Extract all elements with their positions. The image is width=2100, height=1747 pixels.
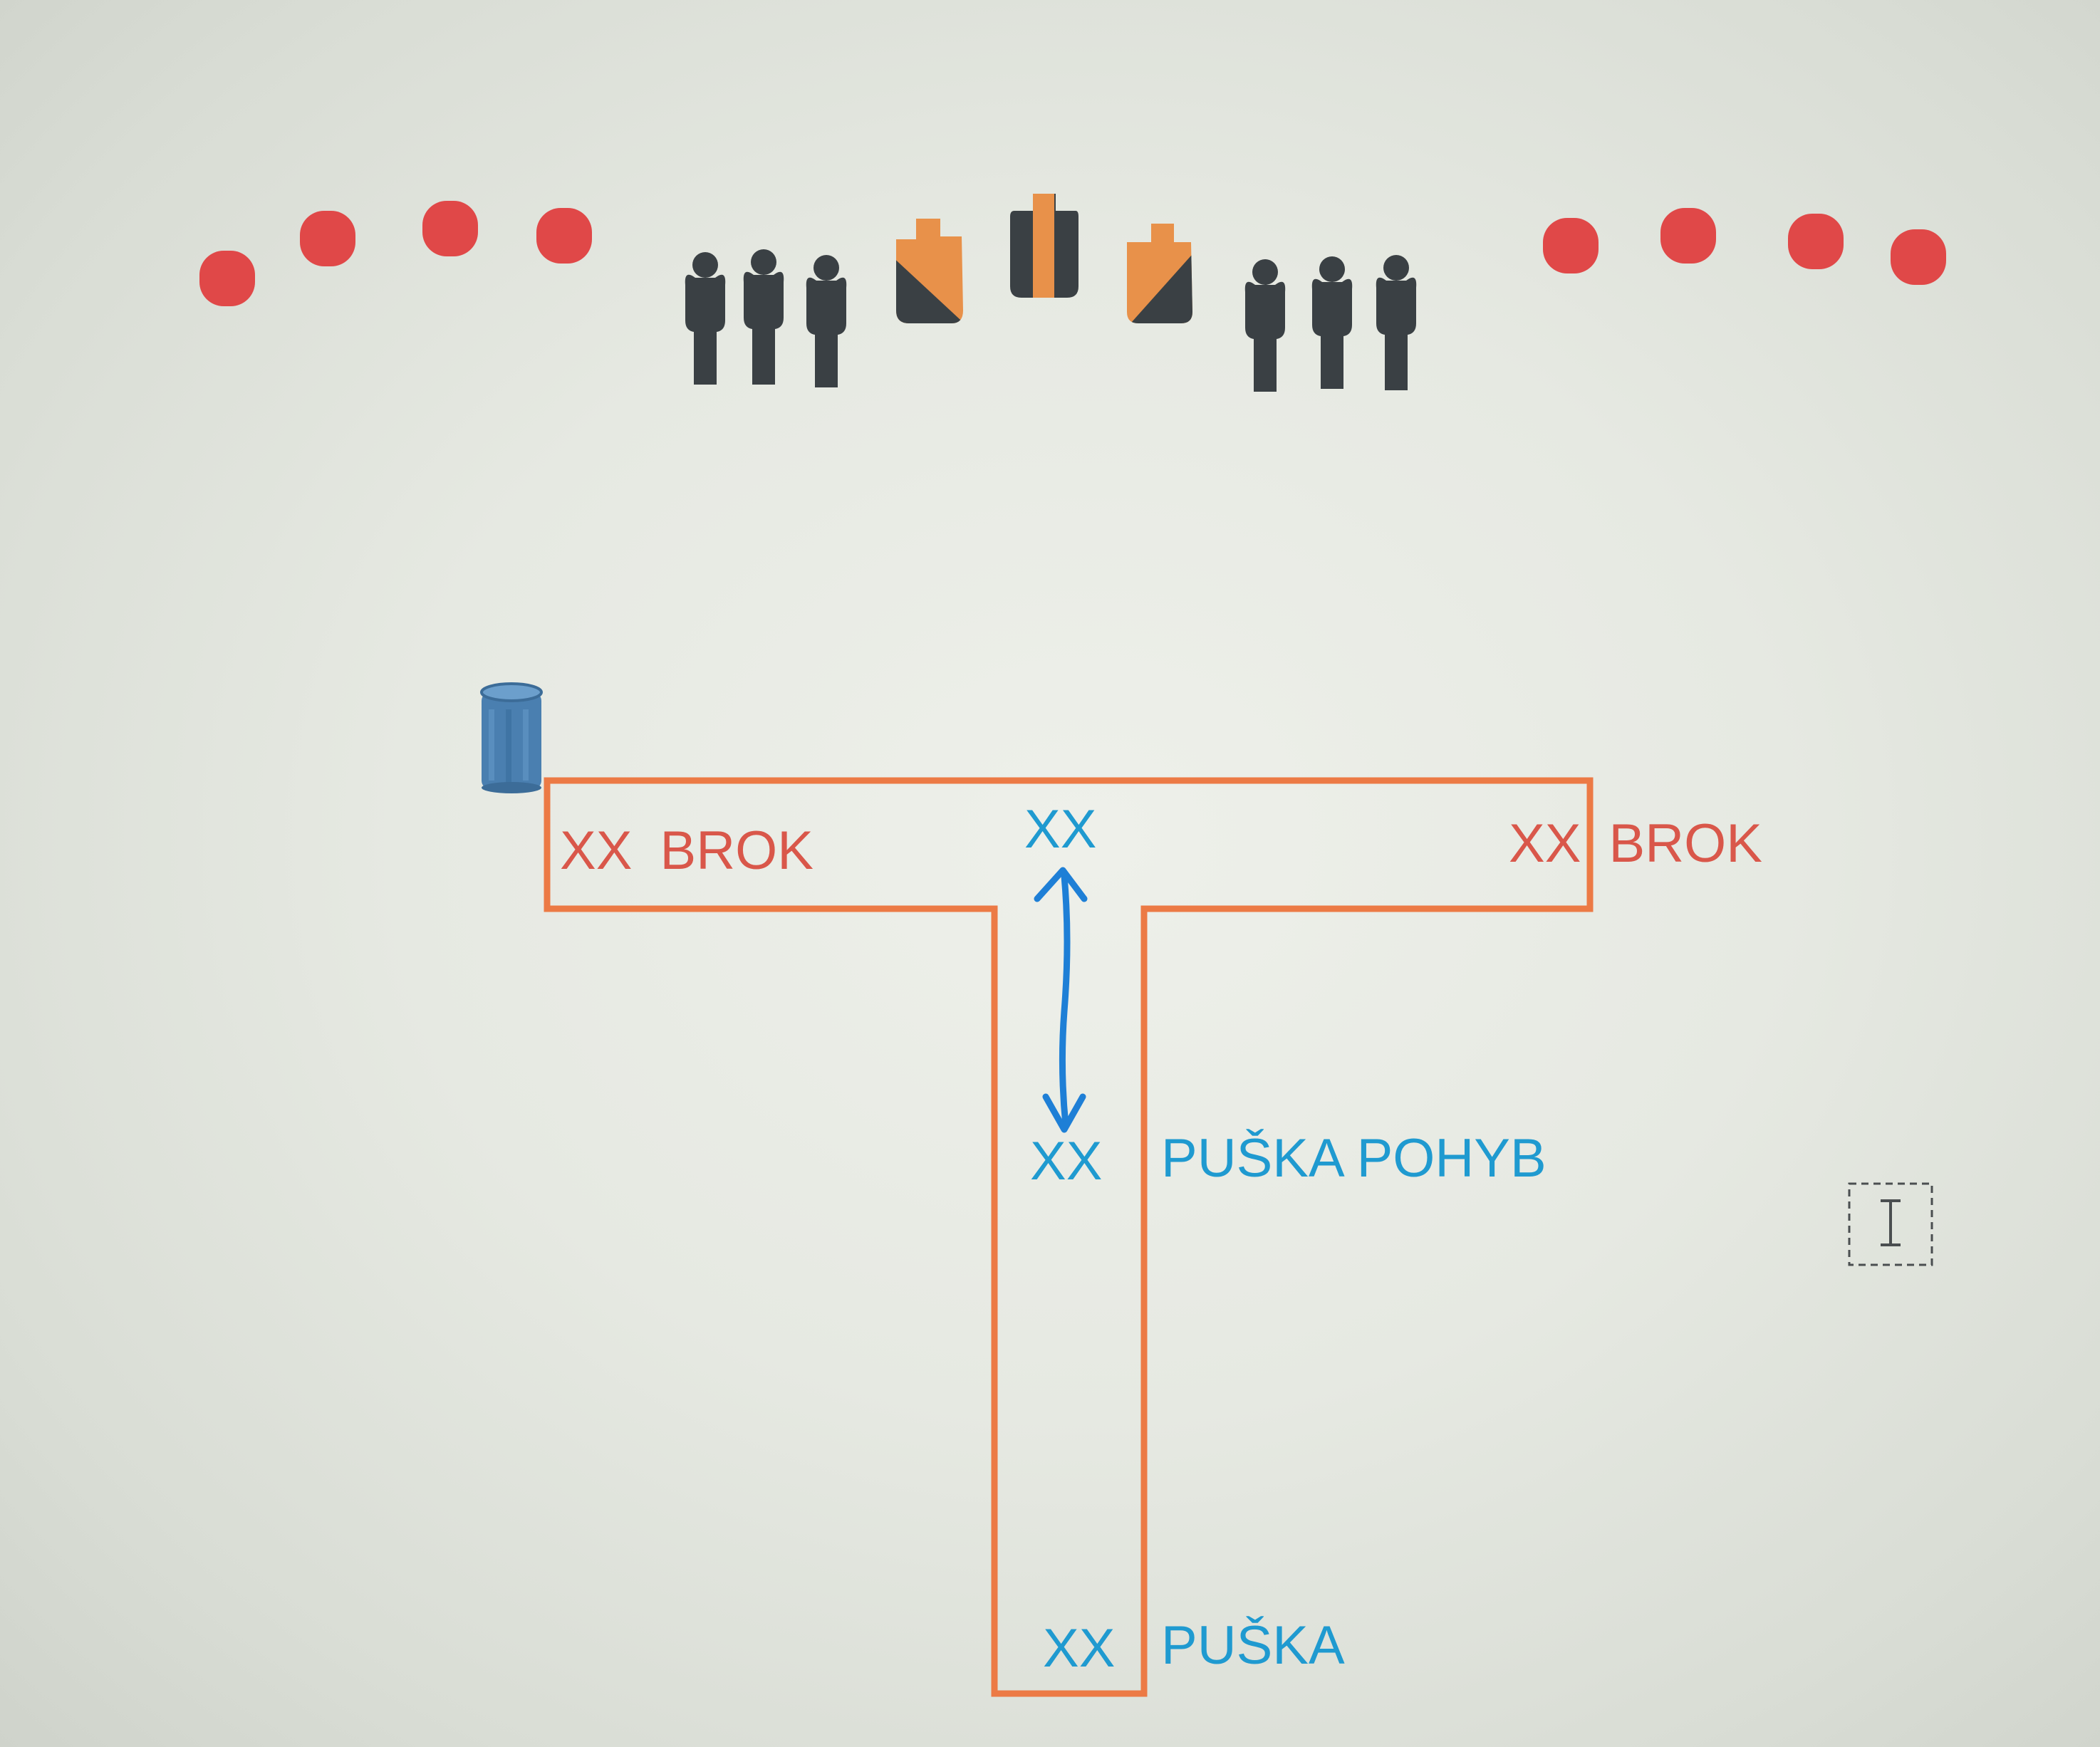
- steel-plate-target: [1543, 218, 1599, 273]
- movement-double-arrow-icon: [1034, 867, 1088, 1133]
- position-bottom: XX PUŠKA: [1043, 1615, 1345, 1679]
- position-mark: XX: [1043, 1618, 1115, 1679]
- steel-plate-target: [199, 251, 255, 306]
- position-label: PUŠKA POHYB: [1161, 1128, 1547, 1189]
- ipsc-target-icon: [1127, 224, 1192, 323]
- position-label: BROK: [1609, 813, 1762, 874]
- steel-plate-target: [1891, 229, 1946, 285]
- popper-silhouette-icon: [806, 255, 847, 387]
- steel-plate-target: [300, 211, 355, 266]
- steel-targets-right: [1543, 208, 1946, 285]
- popper-silhouettes-left: [685, 249, 847, 387]
- position-center-top: XX: [1024, 799, 1096, 860]
- position-mark: XX: [1024, 799, 1096, 860]
- steel-targets-left: [199, 201, 592, 306]
- popper-silhouette-icon: [685, 252, 726, 385]
- position-mark: XX: [1509, 813, 1581, 874]
- popper-silhouette-icon: [1376, 255, 1417, 390]
- position-left-top: XX BROK: [560, 820, 814, 881]
- popper-silhouette-icon: [1311, 256, 1353, 389]
- popper-silhouette-icon: [743, 249, 784, 385]
- ipsc-targets: [896, 194, 1192, 323]
- steel-plate-target: [1788, 214, 1844, 269]
- popper-silhouette-icon: [1244, 259, 1286, 392]
- steel-plate-target: [1660, 208, 1716, 264]
- position-label: BROK: [660, 820, 814, 881]
- shooting-area-t-shape: [544, 777, 1594, 1697]
- svg-text:XX BROK: XX BROK: [1509, 813, 1762, 874]
- position-middle: XX PUŠKA POHYB: [1030, 1128, 1547, 1191]
- text-cursor-icon: [1848, 1182, 1933, 1266]
- position-mark: XX: [560, 820, 632, 881]
- svg-text:XX BROK: XX BROK: [560, 820, 814, 881]
- position-right-top: XX BROK: [1509, 813, 1762, 874]
- ipsc-target-icon: [1010, 194, 1078, 298]
- position-label: PUŠKA: [1161, 1615, 1345, 1676]
- steel-plate-target: [536, 208, 592, 264]
- barrel-icon: [480, 682, 543, 793]
- position-mark: XX: [1030, 1131, 1102, 1191]
- popper-silhouettes-right: [1244, 255, 1417, 392]
- svg-text:XX: XX: [1024, 799, 1096, 860]
- steel-plate-target: [422, 201, 478, 256]
- ipsc-target-icon: [896, 219, 963, 323]
